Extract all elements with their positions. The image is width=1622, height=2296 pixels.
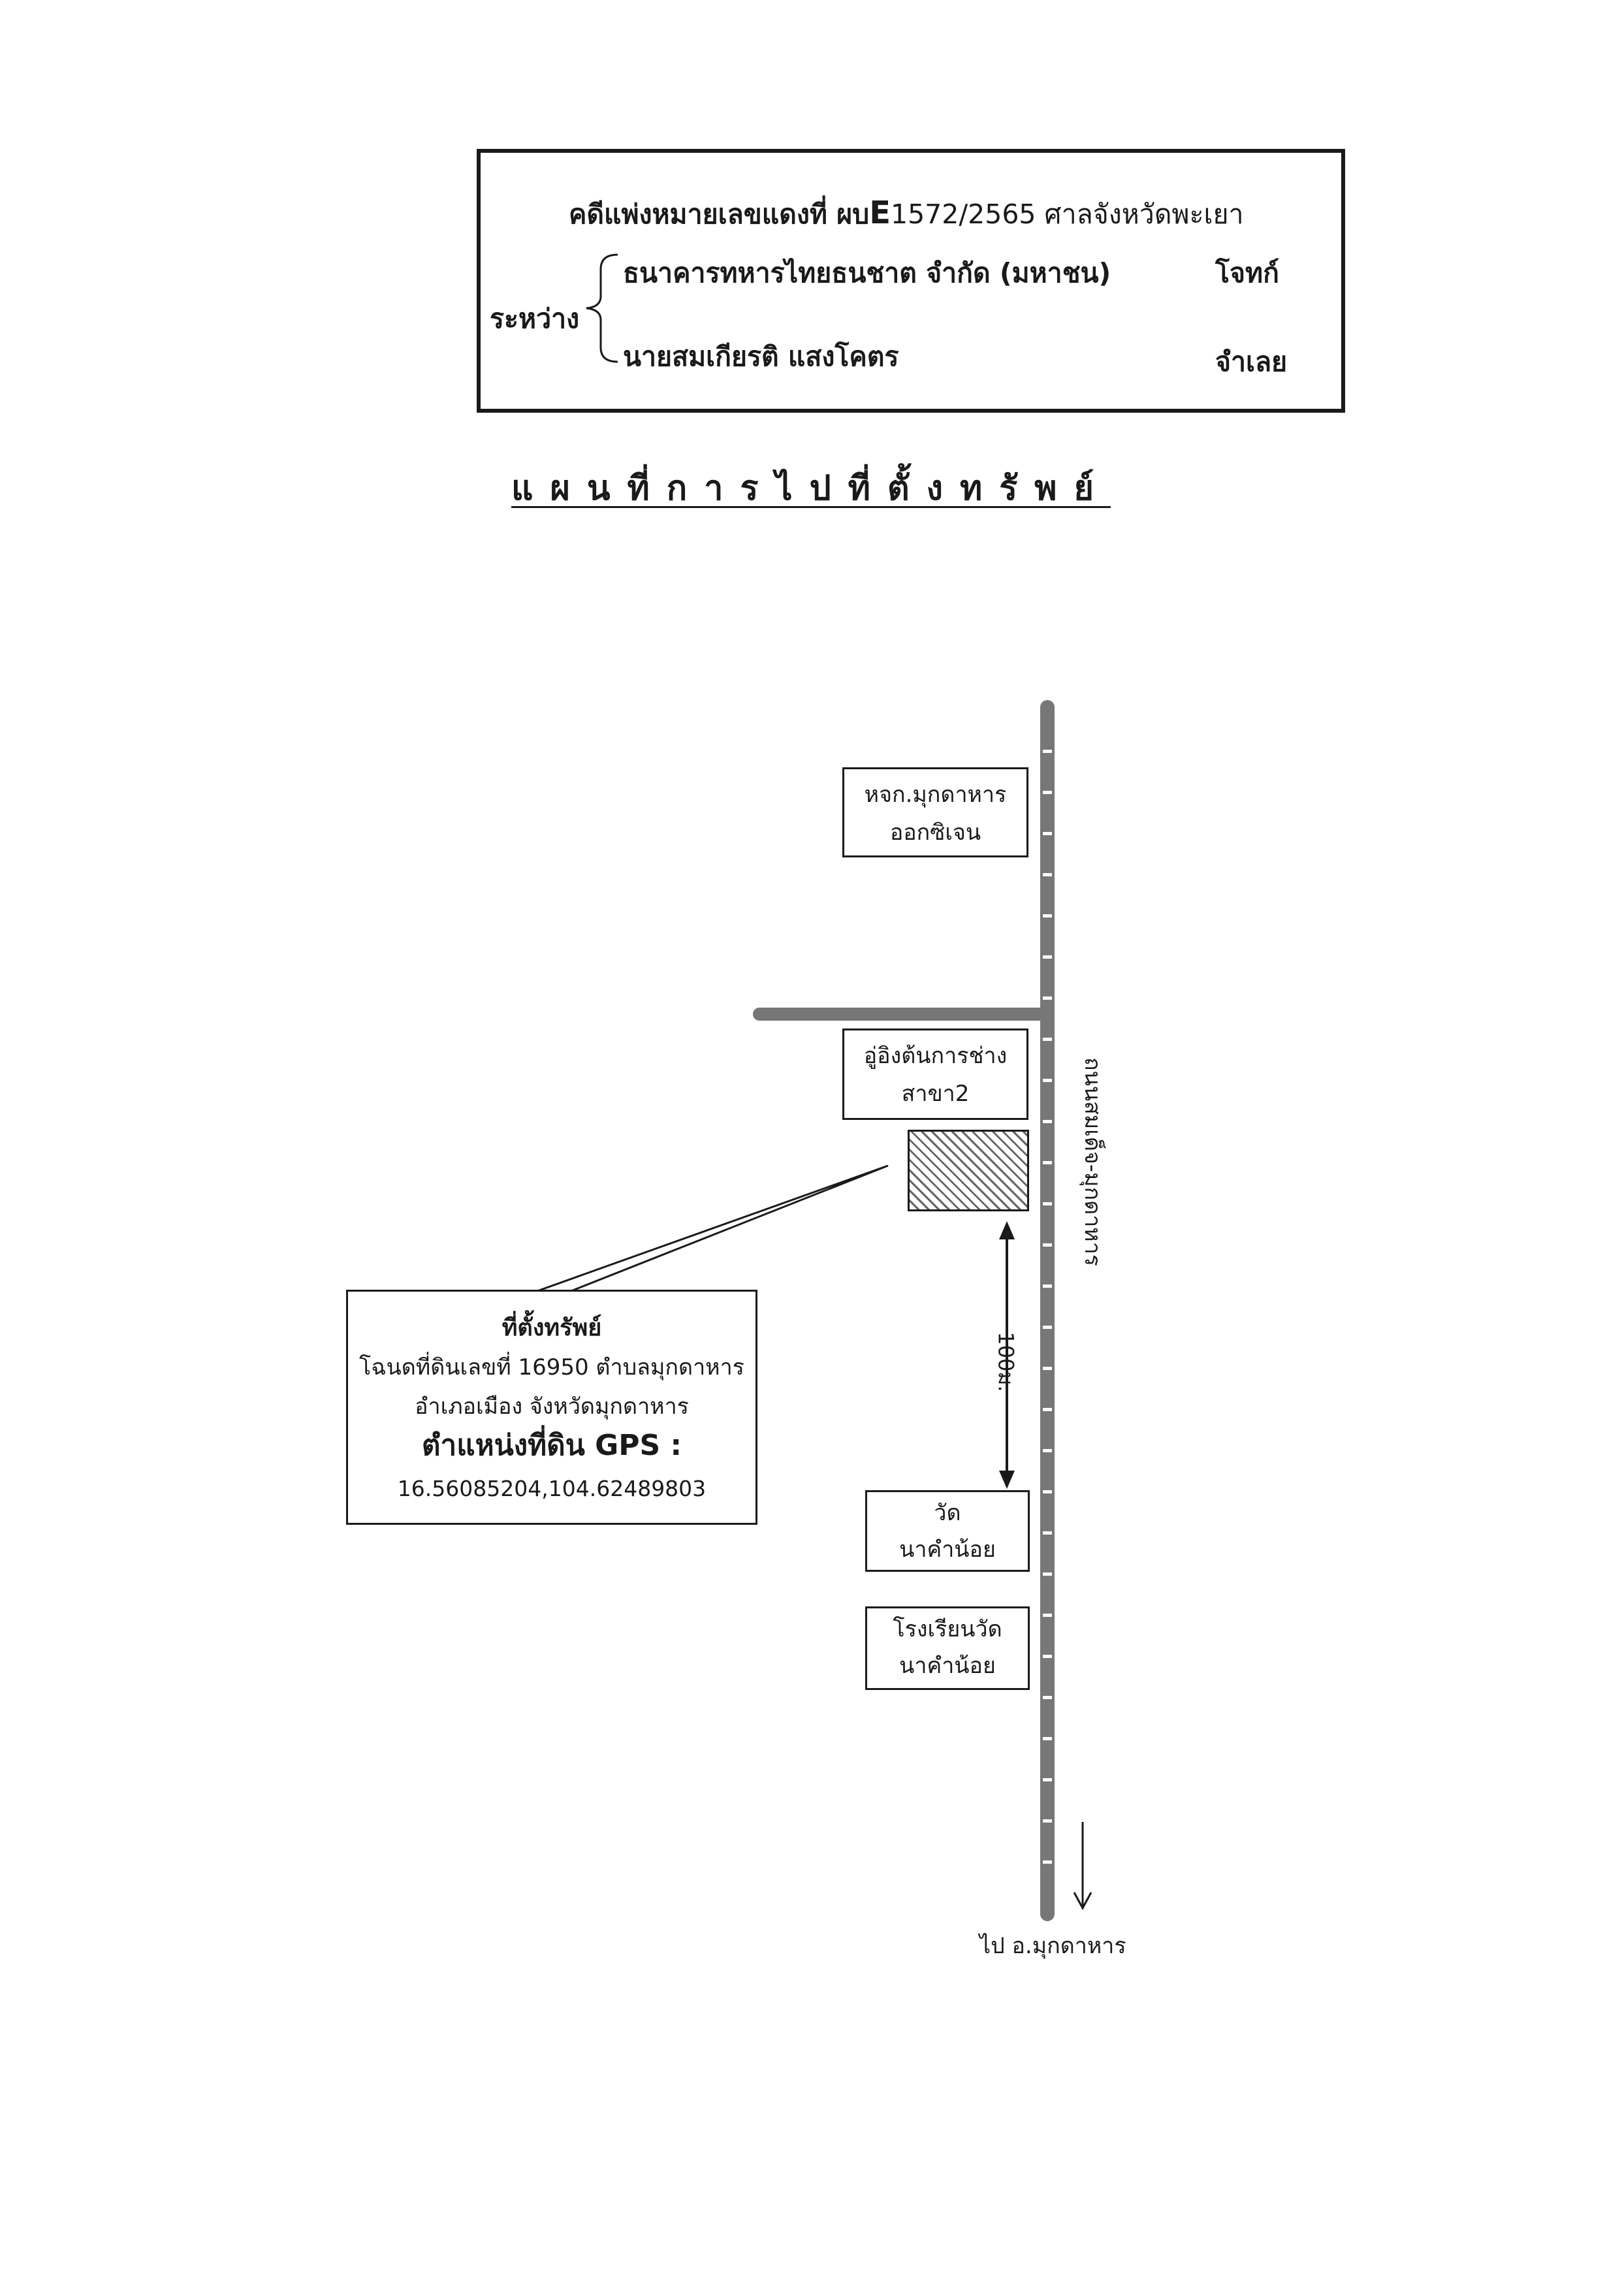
road-markings: [1043, 712, 1052, 1900]
case-letter: E: [869, 195, 891, 231]
district-line: อำเภอเมือง จังหวัดมุกดาหาร: [415, 1394, 689, 1420]
between-label: ระหว่าง: [490, 303, 580, 334]
landmark-line-2: สาขา2: [901, 1081, 970, 1107]
direction-label: ไป อ.มุกดาหาร: [979, 1933, 1126, 1959]
gps-label: ตำแหน่งที่ดิน GPS :: [421, 1429, 682, 1462]
landmark-line-1: หจก.มุกดาหาร: [864, 782, 1007, 808]
case-title-prefix: คดีแพ่งหมายเลขแดงที่ ผบ: [569, 199, 870, 230]
landmark-line-2: ออกซิเจน: [889, 820, 981, 846]
direction-arrow-head: [1073, 1892, 1092, 1911]
landmark-line-2: นาคำน้อย: [899, 1653, 996, 1679]
plaintiff-role: โจทก์: [1215, 257, 1279, 289]
landmark-line-1: อู่อิงต้นการช่าง: [863, 1043, 1008, 1069]
case-header-box: คดีแพ่งหมายเลขแดงที่ ผบE1572/2565 ศาลจัง…: [477, 149, 1345, 413]
side-road: [753, 1008, 1047, 1021]
court-name: ศาลจังหวัดพะเยา: [1036, 199, 1244, 230]
landmark-school: โรงเรียนวัด นาคำน้อย: [865, 1606, 1030, 1690]
landmark-line-1: โรงเรียนวัด: [893, 1616, 1002, 1642]
property-site-marker: [908, 1130, 1029, 1211]
brace-icon: [586, 253, 618, 363]
case-number-line: คดีแพ่งหมายเลขแดงที่ ผบE1572/2565 ศาลจัง…: [569, 193, 1244, 236]
case-number: 1572/2565: [891, 199, 1036, 230]
callout-pointer: [535, 1164, 889, 1293]
landmark-garage: อู่อิงต้นการช่าง สาขา2: [842, 1028, 1028, 1120]
landmark-line-2: นาคำน้อย: [899, 1537, 996, 1563]
gps-coordinates: 16.56085204,104.62489803: [397, 1476, 707, 1501]
deed-number-line: โฉนดที่ดินเลขที่ 16950 ตำบลมุกดาหาร: [359, 1354, 744, 1380]
defendant-role: จำเลย: [1215, 346, 1288, 377]
distance-arrow-down: [999, 1471, 1015, 1489]
property-title: ที่ตั้งทรัพย์: [501, 1315, 602, 1341]
defendant-name: นายสมเกียรติ แสงโคตร: [623, 341, 899, 372]
plaintiff-name: ธนาคารทหารไทยธนชาต จำกัด (มหาชน): [623, 257, 1111, 289]
distance-arrow-up: [999, 1221, 1015, 1239]
property-info-box: ที่ตั้งทรัพย์ โฉนดที่ดินเลขที่ 16950 ตำบ…: [346, 1290, 757, 1525]
distance-label: 100ม.: [993, 1331, 1019, 1392]
landmark-line-1: วัด: [934, 1500, 961, 1526]
landmark-temple: วัด นาคำน้อย: [865, 1490, 1030, 1572]
landmark-oxygen-shop: หจก.มุกดาหาร ออกซิเจน: [842, 767, 1028, 857]
document-title: แผนที่การไปที่ตั้งทรัพย์: [511, 469, 1111, 508]
